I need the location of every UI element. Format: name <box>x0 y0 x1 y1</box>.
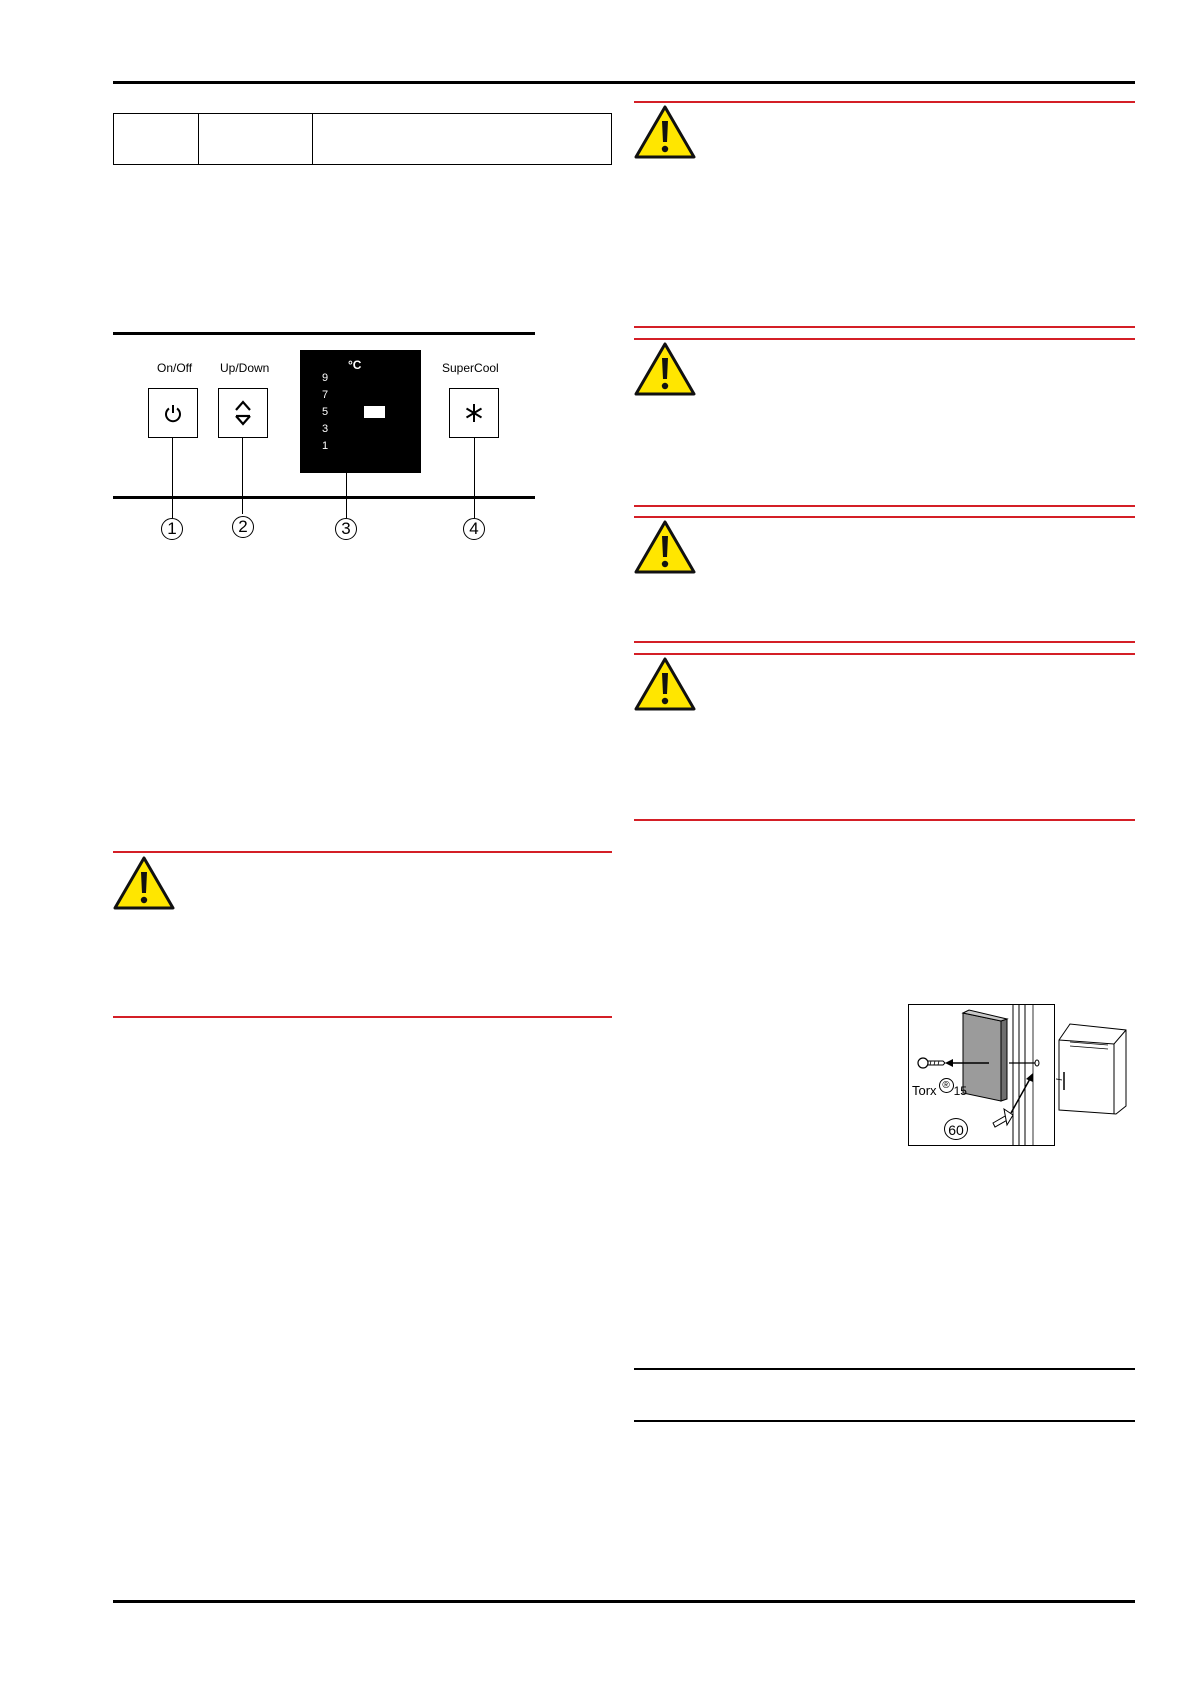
spec-table <box>113 113 612 165</box>
display-segment <box>364 406 385 418</box>
scale-value: 3 <box>321 423 329 435</box>
callout-3: 3 <box>335 518 357 540</box>
callout-leader <box>474 438 476 518</box>
panel-bottom-rule <box>113 496 535 499</box>
callout-4: 4 <box>463 518 485 540</box>
warning-rule-bottom <box>634 326 1135 328</box>
table-divider <box>198 114 199 164</box>
warning-rule-bottom <box>113 1016 612 1018</box>
screw-number-badge: 60 <box>944 1118 968 1140</box>
warning-icon <box>634 657 696 711</box>
warning-rule-top <box>634 653 1135 655</box>
callout-leader <box>242 438 244 514</box>
section-rule <box>634 1368 1135 1370</box>
warning-rule-top <box>113 851 612 853</box>
scale-value: 1 <box>321 440 329 452</box>
power-icon <box>165 405 181 423</box>
supercool-button <box>449 388 499 438</box>
snowflake-icon <box>465 404 483 422</box>
warning-rule-top <box>634 101 1135 103</box>
warning-icon <box>634 105 696 159</box>
temperature-display: °C 9 7 5 3 1 <box>300 350 421 473</box>
warning-rule-bottom <box>634 819 1135 821</box>
scale-value: 5 <box>321 406 329 418</box>
header-rule <box>113 81 1135 84</box>
scale-value: 7 <box>321 389 329 401</box>
callout-1: 1 <box>161 518 183 540</box>
torx-size: 15 <box>953 1084 967 1098</box>
callout-leader <box>172 438 174 518</box>
warning-icon <box>634 520 696 574</box>
warning-icon <box>113 856 175 910</box>
footer-rule <box>113 1600 1135 1603</box>
up-down-button <box>218 388 268 438</box>
appliance-sketch <box>1056 1023 1127 1115</box>
scale-value: 9 <box>321 372 329 384</box>
up-down-label: Up/Down <box>220 361 270 375</box>
door-handle-figure: Torx®15 60 <box>908 1004 1055 1146</box>
registered-mark: ® <box>938 1078 954 1093</box>
up-down-arrows-icon <box>235 400 251 426</box>
table-divider <box>312 114 313 164</box>
torx-text: Torx <box>912 1083 937 1098</box>
warning-rule-bottom <box>634 505 1135 507</box>
section-rule <box>634 1420 1135 1422</box>
warning-rule-bottom <box>634 641 1135 643</box>
callout-leader <box>346 473 348 518</box>
callout-2: 2 <box>232 516 254 538</box>
on-off-button <box>148 388 198 438</box>
warning-icon <box>634 342 696 396</box>
display-unit: °C <box>348 358 362 372</box>
handle-installation-drawing <box>917 1005 1040 1145</box>
display-scale: 9 7 5 3 1 <box>319 370 331 455</box>
torx-label: Torx®15 <box>912 1078 967 1098</box>
panel-top-rule <box>113 332 535 335</box>
warning-rule-top <box>634 338 1135 340</box>
on-off-label: On/Off <box>157 361 193 375</box>
supercool-label: SuperCool <box>442 361 499 375</box>
warning-rule-top <box>634 516 1135 518</box>
